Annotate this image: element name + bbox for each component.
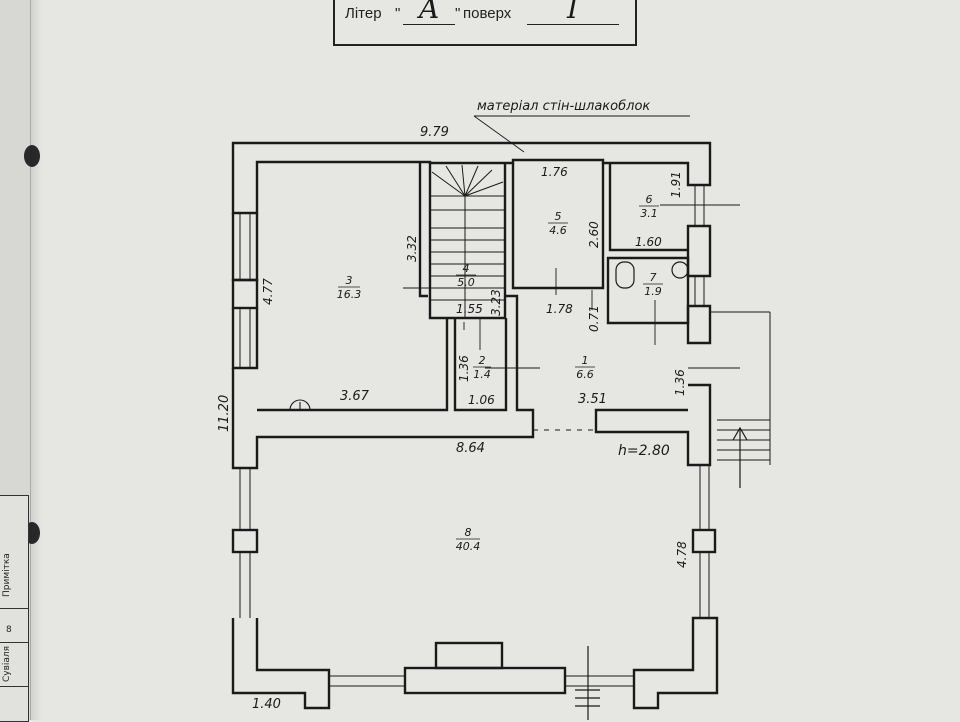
room-number: 3 [346,274,353,287]
room6-walls [608,163,688,252]
page-shadow [30,0,42,720]
dim-room5-height: 2.60 [587,221,601,248]
room-number: 2 [479,354,486,367]
toilet-fixture [615,261,689,289]
room-number: 7 [650,271,657,284]
left-pier-lower [231,528,259,554]
dim-total-width: 9.79 [420,125,449,140]
right-wall-upper [686,224,712,278]
room-label-2: 2 1.4 [473,354,491,381]
left-pier [231,278,259,310]
dim-room6-width: 1.60 [635,235,662,249]
room-label-3: 3 16.3 [337,274,362,301]
room-area: 16.3 [337,288,362,301]
room-label-1: 1 6.6 [575,354,595,381]
room-number: 1 [582,354,589,367]
dim-bottom-left: 1.40 [252,697,281,712]
dim-left-upper: 4.77 [261,278,275,305]
dim-room2-height: 1.36 [457,355,471,382]
left-wall-upper [231,213,259,282]
side-table-row-number: 8 [6,625,12,635]
dim-total-height: 11.20 [217,395,232,432]
dim-room2-width: 1.06 [468,393,495,407]
room-label-6: 6 3.1 [639,193,659,220]
bottom-threshold [403,666,567,695]
liter-label: Літер [345,5,382,22]
right-wall-lower [594,383,712,467]
room-area: 4.6 [549,224,567,237]
bottom-step [434,641,504,670]
right-wall-mid [686,304,712,345]
ceiling-height: h=2.80 [618,443,670,459]
side-table [0,495,29,722]
room-label-8: 8 40.4 [456,526,481,553]
dim-right-lower: 4.78 [675,541,689,568]
room3-right-wall [418,162,428,298]
dim-room8-width: 8.64 [456,441,485,456]
entrance-arrow [732,426,748,488]
floor-label: поверх [463,5,512,22]
wall-material-note: матеріал стін-шлакоблок [477,99,650,114]
dim-room7-height: 0.71 [587,305,601,332]
dim-room5-width: 1.76 [541,165,568,179]
room-label-5: 5 4.6 [548,210,568,237]
room-number: 6 [646,193,653,206]
room-area: 40.4 [456,540,481,553]
binder-hole [24,145,40,167]
room5-walls [511,163,605,290]
bottom-entrance-arrow [575,646,600,720]
title-box: Літер " A " поверх I [333,0,637,46]
dim-room4-width: 1.55 [456,302,483,316]
room-label-7: 7 1.9 [643,271,663,298]
room-number: 4 [463,262,470,275]
right-wall-bottom [632,616,719,710]
dim-room3-width: 3.67 [340,389,370,404]
dim-room6-height: 1.91 [669,171,683,198]
liter-quote-close: " [455,5,461,22]
liter-value: A [419,0,440,25]
dim-room5-lower-width: 1.78 [546,302,573,316]
dim-room4-height: 3.23 [489,289,503,316]
socket-fixture [289,399,311,411]
room-area: 5.0 [457,276,475,289]
dim-room1-height: 1.36 [673,369,687,396]
room7-walls [606,256,690,325]
dim-room1-width: 3.51 [578,392,607,407]
left-wall-mid [231,308,259,370]
liter-quote-open: " [395,5,401,22]
dim-room3-height: 3.32 [405,235,419,262]
outer-wall [231,141,712,215]
left-wall-bottom [231,618,331,710]
room-number: 5 [555,210,562,223]
room-label-4: 4 5.0 [456,262,476,289]
room2-walls [453,318,508,412]
room-area: 1.4 [473,368,491,381]
room3-bottom-wall [257,318,449,412]
room-area: 6.6 [576,368,594,381]
room-number: 8 [465,526,472,539]
left-wall-lower-block [231,294,535,470]
right-pier-lower [691,528,717,554]
room-area: 1.9 [644,285,662,298]
floor-value: I [567,0,579,25]
staircase [430,164,505,318]
room-area: 3.1 [640,207,658,220]
